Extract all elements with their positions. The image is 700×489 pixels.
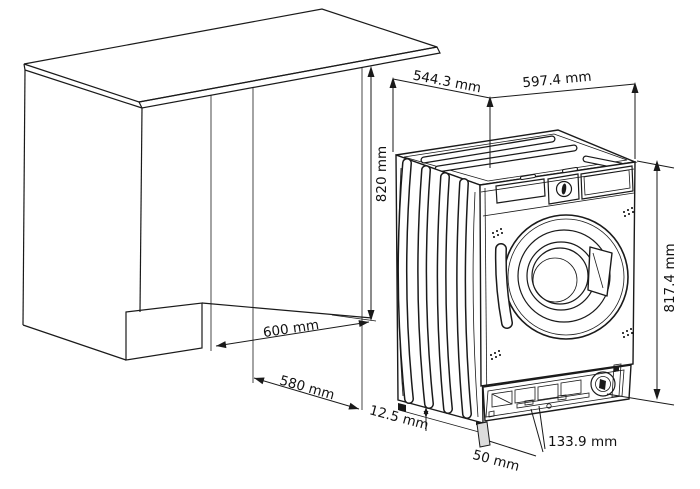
niche-lines [210,67,377,410]
display-window [495,178,546,204]
dimension-niche-depth: 600 mm [215,317,370,349]
door-handle [587,246,613,297]
countertop [23,8,441,109]
machine-top [395,129,638,186]
cabinet-side-panel [22,69,143,361]
dimension-niche-height: 820 mm [367,66,390,321]
plinth-adjuster-strip [488,392,590,418]
dimension-width: 597.4 mm [489,69,639,159]
base-panel [476,363,632,426]
cabinet-plinth [125,302,373,361]
plinth-depth-strip [476,421,491,448]
washing-machine [395,129,638,448]
door-hinge-strip [494,243,513,329]
front-left-foot [398,403,406,412]
dim-plinth-recess-label: 50 mm [471,447,521,475]
dimension-appliance-height: 817.4 mm [606,160,678,406]
dim-niche-width-label: 580 mm [278,373,337,404]
control-panel [482,165,635,217]
dim-plinth-height-label: 133.9 mm [548,434,617,450]
kitchen-cabinet [22,8,441,410]
selector-knob [547,173,580,205]
program-panel [580,165,634,200]
door [494,214,629,340]
machine-side-panel [395,154,484,433]
dimension-niche-width: 580 mm [253,373,360,410]
dim-width-label: 597.4 mm [522,69,592,92]
dim-niche-height-label: 820 mm [374,146,390,202]
machine-front-panel [479,161,636,421]
side-vent-slots [397,158,472,419]
filter-cap [590,371,616,397]
dim-depth-label: 544.3 mm [411,68,482,97]
dim-appliance-height-label: 817.4 mm [662,243,678,312]
dimension-plinth-height: 133.9 mm [530,405,617,453]
dim-niche-depth-label: 600 mm [262,317,320,341]
